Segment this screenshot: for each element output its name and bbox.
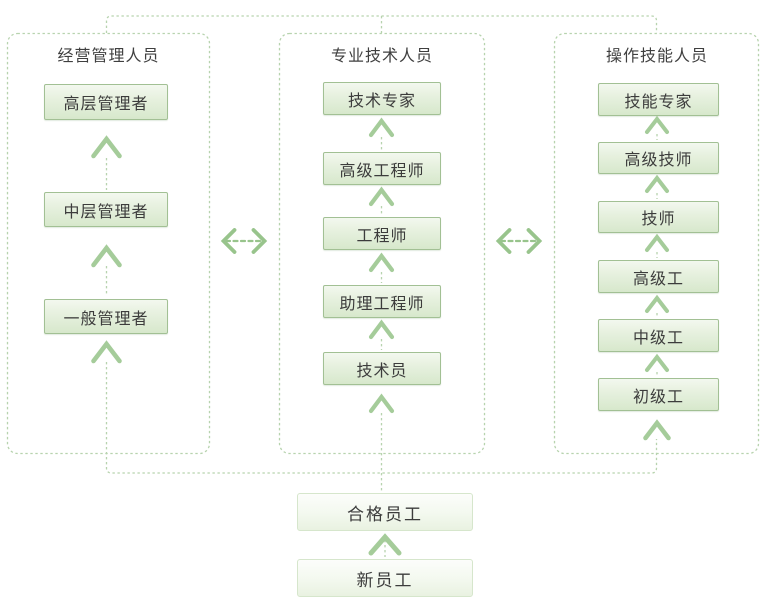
track-title-technical: 专业技术人员 xyxy=(330,48,433,65)
up-arrows-group xyxy=(91,115,671,556)
up-arrow-icon xyxy=(368,533,402,556)
up-arrow-icon xyxy=(645,353,669,372)
base-box-new-employee: 新员工 xyxy=(297,559,473,597)
level-box-junior-worker: 初级工 xyxy=(598,378,719,411)
bottom-connector-line xyxy=(105,362,658,492)
level-box-middle-manager: 中层管理者 xyxy=(44,192,168,227)
level-box-senior-engineer: 高级工程师 xyxy=(323,152,441,185)
up-arrow-icon xyxy=(368,319,395,340)
level-box-senior-worker: 高级工 xyxy=(598,260,719,293)
lateral-arrows-group xyxy=(220,228,543,254)
track-title-management: 经营管理人员 xyxy=(57,48,160,65)
up-arrow-icon xyxy=(645,115,669,134)
level-box-general-manager: 一般管理者 xyxy=(44,299,168,334)
track-border-management xyxy=(6,32,211,455)
level-box-senior-technician: 高级技师 xyxy=(598,142,719,174)
up-arrow-icon xyxy=(643,419,671,441)
up-arrow-icon xyxy=(91,340,122,364)
up-arrow-icon xyxy=(368,252,395,273)
level-box-technician: 技师 xyxy=(598,201,719,233)
top-connector-line xyxy=(105,15,658,33)
level-box-technician-staff: 技术员 xyxy=(323,352,441,385)
level-box-senior-manager: 高层管理者 xyxy=(44,84,168,120)
level-box-technical-expert: 技术专家 xyxy=(323,82,441,115)
up-arrow-icon xyxy=(368,393,395,414)
track-title-skills: 操作技能人员 xyxy=(605,48,708,65)
up-arrow-icon xyxy=(91,244,122,268)
level-box-skill-expert: 技能专家 xyxy=(598,83,719,116)
lateral-arrow-icon xyxy=(495,228,512,254)
dashed-lines-group xyxy=(6,15,760,557)
level-box-engineer: 工程师 xyxy=(323,217,441,250)
up-arrow-icon xyxy=(645,174,669,193)
lateral-arrow-icon xyxy=(251,228,268,254)
up-arrow-icon xyxy=(368,186,395,207)
up-arrow-icon xyxy=(91,135,122,159)
base-box-qualified-employee: 合格员工 xyxy=(297,493,473,531)
up-arrow-icon xyxy=(645,233,669,252)
up-arrow-icon xyxy=(368,117,395,138)
up-arrow-icon xyxy=(645,294,669,313)
level-box-intermediate-worker: 中级工 xyxy=(598,319,719,352)
lateral-arrow-icon xyxy=(526,228,543,254)
lateral-arrow-icon xyxy=(220,228,237,254)
track-border-technical xyxy=(278,32,486,455)
level-box-assistant-engineer: 助理工程师 xyxy=(323,285,441,318)
